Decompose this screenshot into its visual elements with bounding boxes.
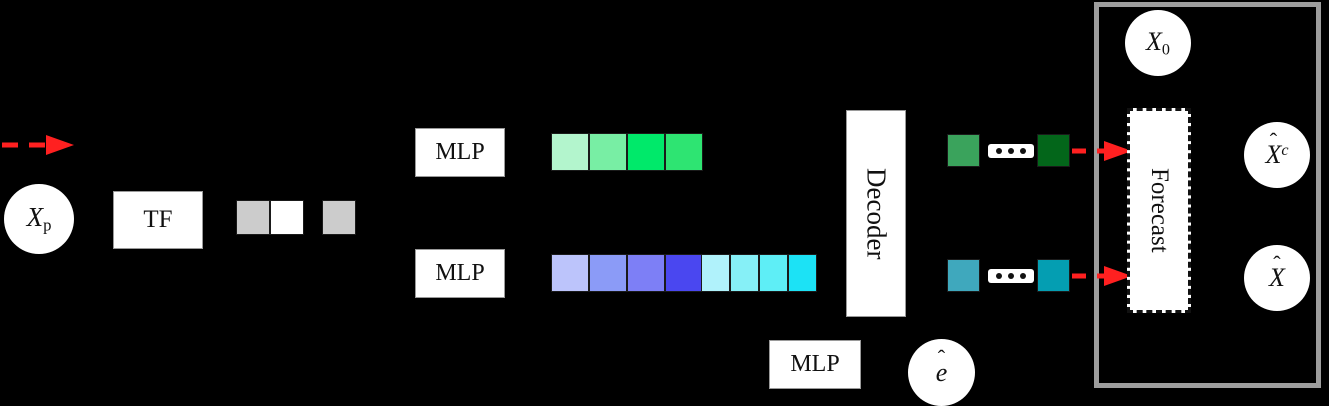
- blue-token-3[interactable]: [665, 254, 703, 292]
- connector-dot: [996, 148, 1002, 154]
- teal-to-forecast-arrow: [1072, 266, 1132, 286]
- blue-token-1[interactable]: [589, 254, 627, 292]
- green-output-token-1[interactable]: [1037, 134, 1070, 167]
- mlp-bottom-box[interactable]: MLP: [415, 249, 505, 298]
- top-left-flow-arrow: [2, 135, 74, 155]
- connector-dot: [1020, 148, 1026, 154]
- blue-token-2[interactable]: [627, 254, 665, 292]
- decoder-label: Decoder: [861, 167, 892, 260]
- green-token-1[interactable]: [589, 133, 627, 171]
- blue-token-0[interactable]: [551, 254, 589, 292]
- mlp-error-label: MLP: [790, 351, 840, 377]
- tf-box[interactable]: TF: [113, 191, 203, 249]
- green-token-0[interactable]: [551, 133, 589, 171]
- cyan-token-1[interactable]: [730, 254, 759, 292]
- forecast-group-frame: [1094, 2, 1321, 388]
- green-token-3[interactable]: [665, 133, 703, 171]
- teal-output-token-0[interactable]: [947, 259, 980, 292]
- connector-dot: [1020, 273, 1026, 279]
- tf-label: TF: [143, 206, 173, 233]
- mlp-bottom-label: MLP: [435, 260, 485, 286]
- input-series-label: Xp: [26, 202, 52, 235]
- cyan-token-0[interactable]: [701, 254, 730, 292]
- patch-token-2[interactable]: [322, 200, 356, 235]
- connector-dot: [1008, 148, 1014, 154]
- x0-circle[interactable]: X0: [1125, 10, 1191, 76]
- x0-label: X0: [1146, 26, 1170, 59]
- cyan-token-3[interactable]: [788, 254, 817, 292]
- green-output-token-0[interactable]: [947, 134, 980, 167]
- patch-token-1[interactable]: [270, 200, 304, 235]
- green-token-2[interactable]: [627, 133, 665, 171]
- teal-output-token-1[interactable]: [1037, 259, 1070, 292]
- decoder-box[interactable]: Decoder: [846, 110, 906, 317]
- patch-token-0[interactable]: [236, 200, 270, 235]
- connector-dot: [996, 273, 1002, 279]
- input-series-circle[interactable]: Xp: [4, 184, 74, 254]
- forecast-label: Forecast: [1146, 168, 1173, 253]
- cyan-token-2[interactable]: [759, 254, 788, 292]
- forecast-box[interactable]: Forecast: [1127, 108, 1191, 313]
- connector-dot: [1008, 273, 1014, 279]
- teal-dots-connector: [988, 269, 1034, 283]
- mlp-error-box[interactable]: MLP: [769, 340, 861, 389]
- mlp-top-label: MLP: [435, 139, 485, 165]
- green-dots-connector: [988, 144, 1034, 158]
- green-to-forecast-arrow: [1072, 141, 1132, 161]
- mlp-top-box[interactable]: MLP: [415, 128, 505, 177]
